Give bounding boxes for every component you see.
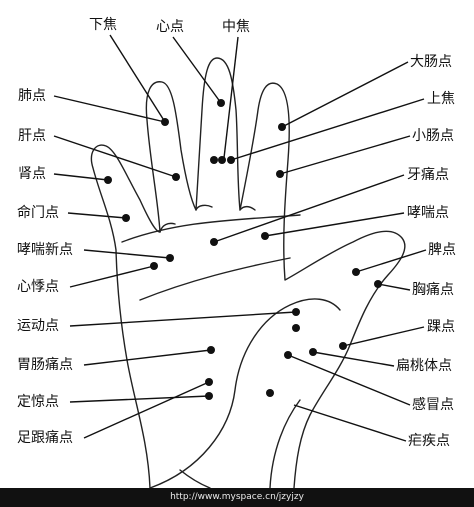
label-shendian: 肾点	[18, 166, 46, 182]
label-xiongtongdian: 胸痛点	[412, 282, 454, 298]
label-yatongdian: 牙痛点	[407, 167, 449, 183]
label-huaidian: 踝点	[427, 319, 455, 335]
hand-outline	[90, 57, 406, 488]
label-weichangtongdian: 胃肠痛点	[17, 357, 73, 373]
wrist-line	[179, 469, 211, 488]
leader-gandian	[53, 135, 177, 178]
leader-dachangdian	[281, 61, 409, 128]
label-shangjiao: 上焦	[427, 91, 455, 107]
leader-shendian	[53, 173, 109, 181]
label-gandian: 肝点	[18, 128, 46, 144]
leader-zhongjiao	[223, 36, 239, 159]
leader-ganmaodian	[287, 354, 411, 406]
leader-feidian	[53, 95, 166, 123]
label-nuejidian: 疟疾点	[408, 433, 450, 449]
label-xiaochuanxindian: 哮喘新点	[17, 242, 73, 258]
label-ganmaodian: 感冒点	[412, 397, 454, 413]
label-yundongdian: 运动点	[17, 318, 59, 334]
hand-outline-drawing	[53, 34, 427, 488]
leader-yatongdian	[213, 174, 405, 243]
leader-xiaochuandian	[264, 212, 405, 237]
leader-weichangtongdian	[83, 349, 212, 366]
label-xiajiao: 下焦	[89, 17, 117, 33]
leader-xiongtongdian	[377, 283, 411, 291]
label-xiaochangdian: 小肠点	[412, 128, 454, 144]
leader-xiaochangdian	[279, 135, 411, 175]
leader-nuejidian	[293, 404, 407, 442]
leader-huaidian	[342, 326, 425, 347]
leader-dingjingdian	[69, 395, 210, 403]
finger-crease-ring	[239, 205, 256, 211]
leader-xiajiao	[109, 34, 166, 123]
leader-pidian	[355, 249, 427, 273]
label-pidian: 脾点	[428, 242, 456, 258]
label-feidian: 肺点	[18, 88, 46, 104]
thumb-inner	[269, 399, 301, 488]
label-dachangdian: 大肠点	[410, 54, 452, 70]
point-zugentongdian	[266, 389, 274, 397]
leader-xindian	[172, 36, 222, 104]
label-dingjingdian: 定惊点	[17, 394, 59, 410]
thumb-crease	[149, 298, 341, 488]
label-xinjidian: 心悸点	[17, 279, 59, 295]
label-xiaochuandian: 哮喘点	[407, 205, 449, 221]
point-xindian	[210, 156, 218, 164]
watermark-bar: http://www.myspace.cn/jzyjzy	[0, 488, 474, 507]
leader-shangjiao	[230, 98, 425, 161]
leader-biantaotidian	[312, 351, 395, 367]
label-zugentongdian: 足跟痛点	[17, 430, 73, 446]
label-biantaotidian: 扁桃体点	[396, 358, 452, 374]
leader-zugentongdian	[83, 381, 210, 439]
leader-xiaochuanxindian	[83, 249, 171, 259]
point-yundongdian-2	[292, 324, 300, 332]
leader-yundongdian	[69, 311, 297, 327]
point-zhongjiao	[218, 156, 226, 164]
palm-crease-middle	[139, 257, 291, 301]
label-xindian: 心点	[156, 19, 184, 35]
watermark-url: http://www.myspace.cn/jzyjzy	[170, 492, 304, 502]
finger-crease-middle	[195, 204, 213, 211]
leader-xinjidian	[69, 265, 155, 288]
palm-crease-top	[121, 214, 301, 243]
label-zhongjiao: 中焦	[222, 19, 250, 35]
label-mingmendian: 命门点	[17, 205, 59, 221]
leader-mingmendian	[67, 212, 127, 219]
